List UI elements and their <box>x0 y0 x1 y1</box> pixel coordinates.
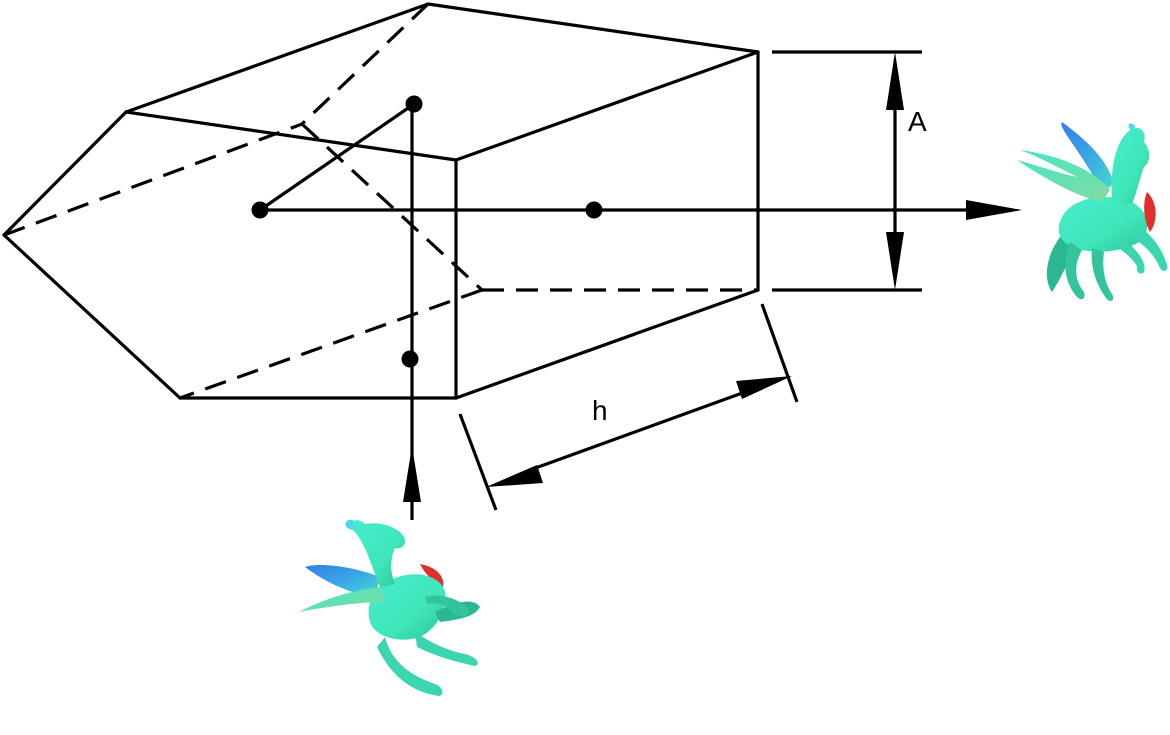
dimension-h-arrowhead <box>486 465 543 487</box>
top-face-edge <box>426 2 760 54</box>
left-edge <box>2 110 128 237</box>
top-face-edge <box>124 2 430 114</box>
dimension-a-arrowhead <box>886 52 904 110</box>
hidden-edges <box>3 2 758 400</box>
points <box>251 95 603 368</box>
dimension-h-arrowhead <box>736 376 792 399</box>
dimension-h-extension <box>458 413 498 511</box>
dimension-a-label: A <box>908 106 927 137</box>
hidden-edge <box>179 288 483 400</box>
dimension-h-extension <box>760 303 799 403</box>
pegasus-right-icon <box>1017 122 1168 301</box>
point-bottom <box>401 350 419 368</box>
dimension-h-label: h <box>592 395 608 426</box>
rays <box>259 102 1022 520</box>
dimension-a: A <box>772 50 927 292</box>
point-top <box>405 95 423 113</box>
hidden-edge <box>300 122 484 292</box>
left-edge <box>2 233 182 400</box>
bottom-edge <box>454 288 760 400</box>
visible-edges <box>2 2 760 400</box>
point-center <box>251 201 269 219</box>
dimension-h-line <box>529 390 746 472</box>
dimension-h: h <box>458 303 799 511</box>
pegasus-bottom-icon <box>299 519 480 696</box>
hidden-edge <box>300 2 430 126</box>
point-mid <box>585 201 603 219</box>
dimension-a-arrowhead <box>886 232 904 290</box>
top-face-edge <box>124 110 458 162</box>
vertical-ray-arrowhead <box>403 446 421 502</box>
horizontal-ray-arrowhead <box>966 200 1022 220</box>
diagonal-ray <box>259 102 415 212</box>
top-face-edge <box>454 50 760 162</box>
hidden-edge <box>3 122 303 237</box>
